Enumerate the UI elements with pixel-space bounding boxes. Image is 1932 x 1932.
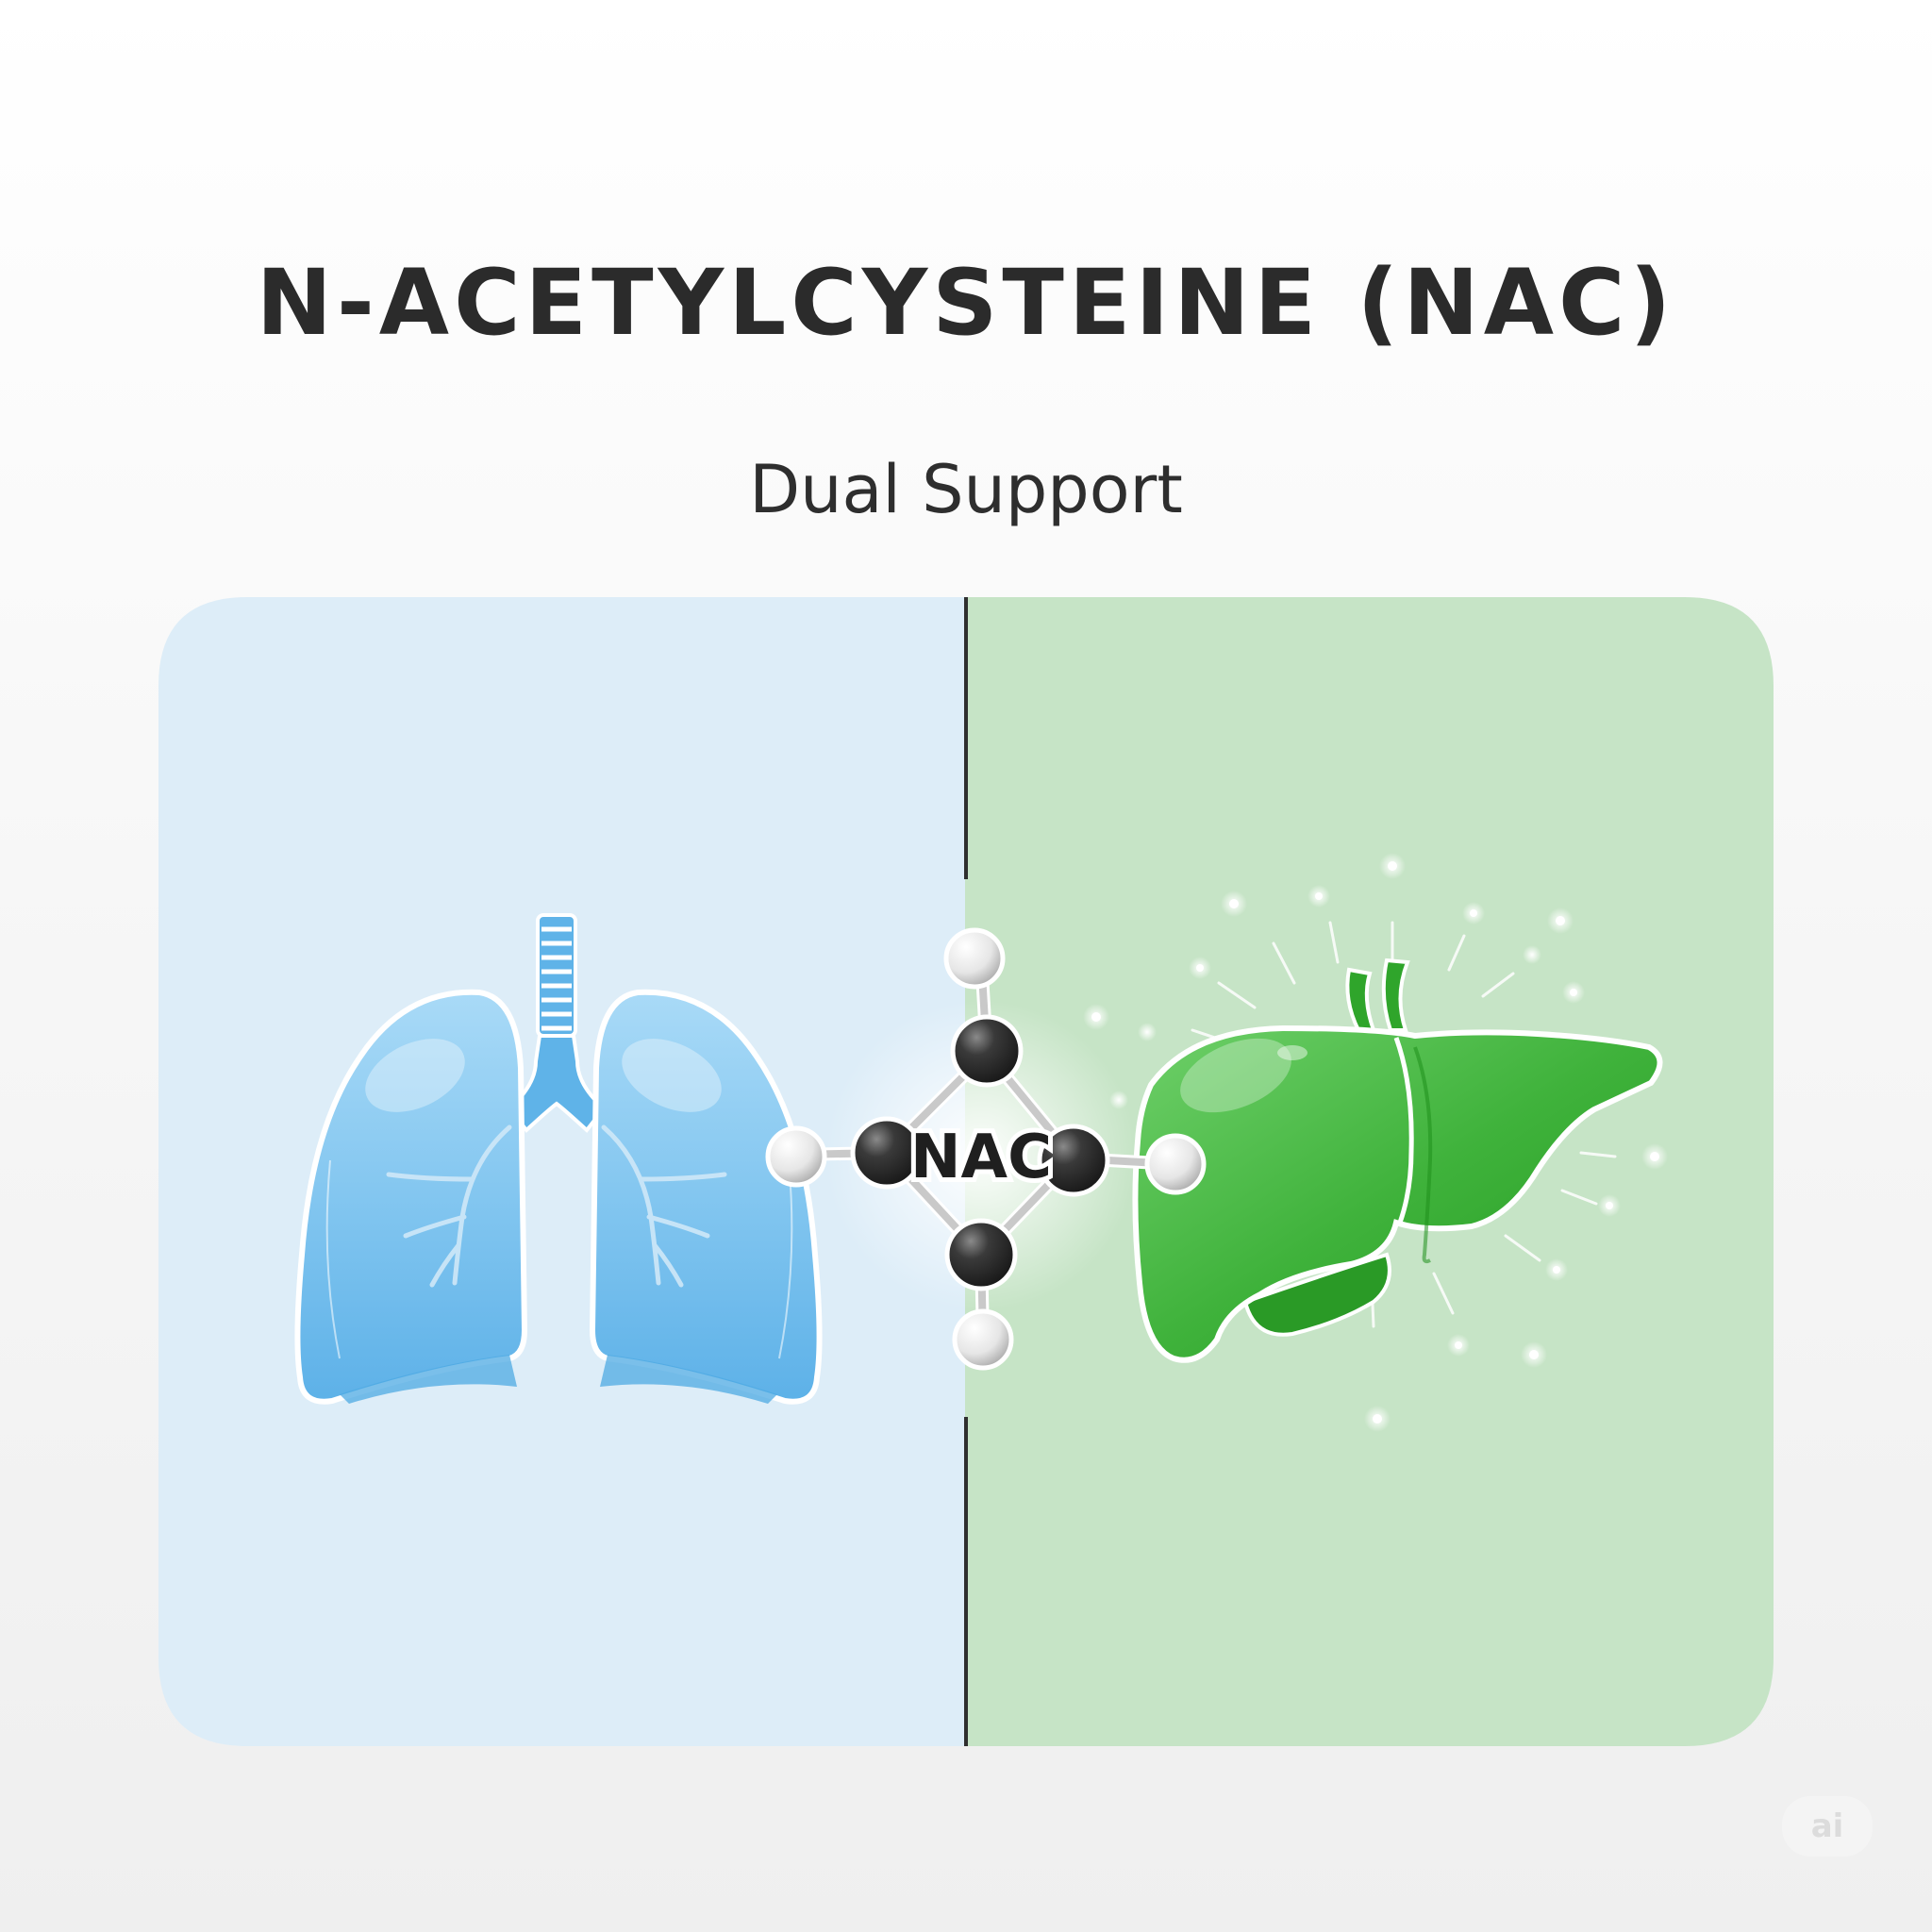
hydrogen-atom-left	[765, 1125, 827, 1188]
carbon-atom-left	[850, 1116, 924, 1190]
molecule-glow	[825, 1000, 1137, 1311]
page-subtitle: Dual Support	[749, 451, 1183, 528]
liver-sparkles	[1083, 853, 1668, 1432]
carbon-atom-bottom	[944, 1218, 1018, 1291]
page-title: N-ACETYLCYSTEINE (NAC)	[256, 250, 1676, 356]
hydrogen-atom-top	[943, 927, 1006, 990]
ai-watermark-text: ai	[1810, 1807, 1844, 1845]
carbon-atom-right	[1037, 1124, 1110, 1197]
molecule-atoms	[765, 927, 1207, 1371]
lungs-panel	[158, 597, 965, 1746]
ai-watermark-badge: ai	[1782, 1796, 1873, 1857]
molecule-label: NAC	[910, 1123, 1052, 1192]
liver-illustration	[1132, 958, 1663, 1363]
lungs-illustration	[294, 913, 823, 1405]
hydrogen-atom-right	[1144, 1133, 1207, 1195]
hydrogen-atom-bottom	[952, 1308, 1014, 1371]
carbon-atom-top	[950, 1014, 1024, 1088]
